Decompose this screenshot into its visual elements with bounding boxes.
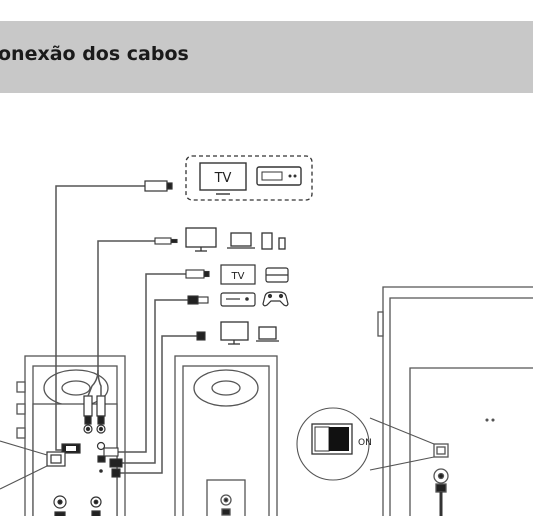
- power-switch-closeup: ON: [311, 423, 372, 455]
- phone-icon: [278, 237, 286, 250]
- section-header-bar: [0, 21, 533, 93]
- desktop-monitor-icon: [220, 321, 249, 341]
- laptop-icon: [230, 232, 252, 247]
- coaxial-plug: [187, 295, 209, 305]
- small-tv-icon: [220, 264, 256, 285]
- game-controller-icon: [262, 291, 289, 307]
- small-tv-label: TV: [231, 271, 245, 282]
- hdmi-source-group: TV: [185, 155, 313, 201]
- left-callout: [0, 440, 48, 490]
- cables: [55, 185, 197, 474]
- left-speaker: [16, 355, 126, 516]
- speaker-side-plugs: [103, 447, 123, 478]
- tv-label: TV: [214, 171, 232, 186]
- notebook-icon: [258, 326, 277, 340]
- tv-icon: [199, 162, 247, 191]
- right-speaker: [377, 286, 533, 516]
- pc-plug: [196, 331, 206, 341]
- coaxial-devices: [220, 291, 289, 307]
- aux-plug: [154, 237, 178, 245]
- left-speaker-ports: [46, 424, 106, 516]
- monitor-icon: [185, 227, 217, 248]
- middle-speaker: [174, 355, 278, 516]
- switch-on-label: ON: [358, 438, 372, 448]
- section-title: onexão dos cabos: [0, 43, 189, 65]
- pc-devices: [220, 321, 279, 345]
- optical-devices: TV: [220, 264, 289, 285]
- aux-devices: [185, 227, 286, 252]
- optical-plug: [185, 269, 210, 279]
- tablet-icon: [261, 232, 273, 250]
- hdmi-plug: [144, 180, 173, 192]
